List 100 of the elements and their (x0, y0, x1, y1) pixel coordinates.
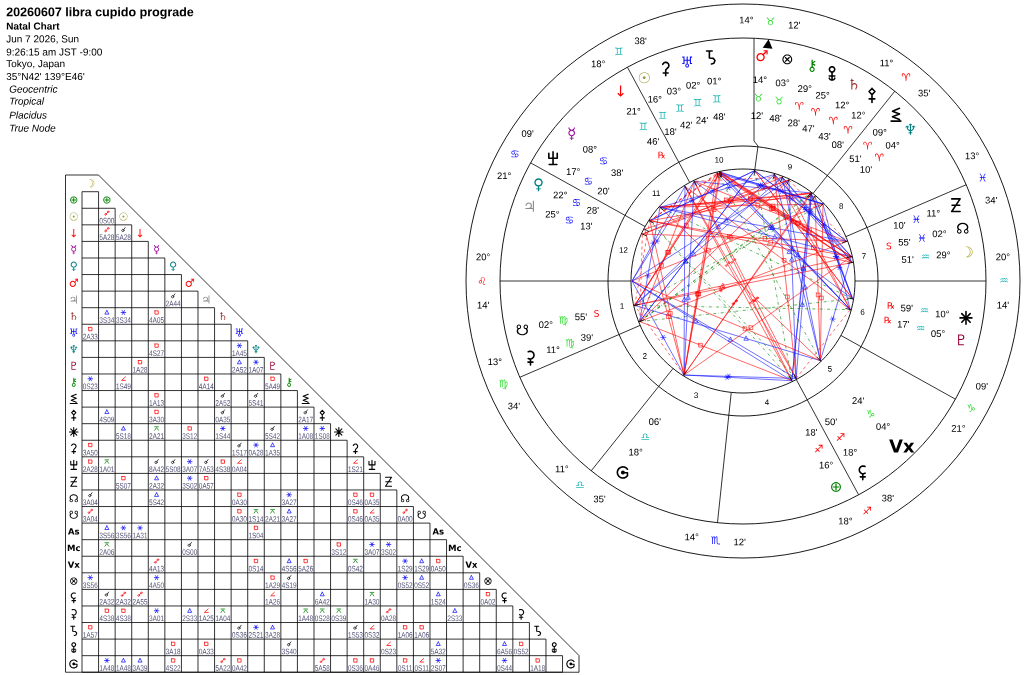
planet-symbol: ♀ (170, 261, 177, 271)
orb-label: 8A42 (149, 466, 164, 473)
planet-symbol: ⊗ (782, 54, 793, 65)
orb-label: 1A06 (398, 632, 413, 638)
sign-symbol: ♌ (478, 277, 486, 285)
orb-label: 0A00 (397, 516, 413, 522)
orb-label: 5S07 (116, 482, 131, 489)
orb-label: 0A30 (232, 516, 247, 522)
minute-label: 46' (647, 138, 659, 145)
point-symbol: Vx (67, 561, 80, 568)
house-number: 9 (788, 163, 792, 170)
orb-label: 1A07 (249, 367, 264, 373)
house-number: 10 (715, 157, 724, 163)
degree-label: 01° (707, 77, 721, 85)
orb-label: 0S46 (348, 499, 363, 506)
degree-label: 03° (775, 79, 790, 87)
orb-label: 3A27 (281, 516, 297, 522)
orb-label: 1A26 (265, 598, 280, 605)
info-text: Placidus (9, 111, 47, 119)
orb-label: 0A50 (431, 565, 446, 572)
orb-label: 1S14 (249, 516, 264, 522)
orb-label: 2A52 (215, 400, 230, 406)
degree-label: 03° (667, 87, 681, 95)
planet-symbol: ⊕ (70, 196, 78, 204)
sign-symbol: ♉ (754, 93, 763, 102)
degree-label: 18° (838, 517, 852, 525)
planet-symbol: ⊕ (103, 196, 111, 204)
orb-label: 2A32 (149, 482, 164, 489)
orb-label: 2A33 (83, 333, 98, 340)
degree-label: 13° (488, 358, 502, 366)
info-text: 9:26:15 am JST -9:00 (6, 48, 102, 56)
orb-label: 2A44 (166, 300, 181, 307)
orb-label: 0A02 (480, 598, 496, 605)
orb-label: 5A26 (298, 565, 313, 572)
planet-symbol: ☋ (69, 510, 78, 519)
orb-label: 5A22 (215, 665, 230, 671)
orb-label: 1A57 (83, 632, 98, 638)
point-symbol: Mc (448, 544, 461, 552)
orb-label: 2A55 (132, 598, 148, 605)
orb-label: 0A57 (199, 482, 214, 489)
house-number: 12 (619, 247, 628, 253)
orb-label: 1A30 (365, 598, 380, 605)
sign-symbol: ♎ (641, 433, 650, 440)
orb-label: 4A05 (149, 317, 164, 323)
orb-label: 3S34 (116, 317, 131, 323)
sign-symbol: ♍ (559, 316, 568, 326)
planet-symbol: ☉ (119, 212, 128, 221)
planet-symbol: ⊗ (70, 577, 78, 585)
info-text: True Node (10, 124, 56, 132)
motion-label: S (886, 242, 892, 250)
sign-symbol: ♊ (658, 111, 667, 120)
motion-label: ℞ (887, 302, 895, 309)
minute-label: 35' (593, 495, 606, 503)
orb-label: 3A01 (149, 615, 164, 622)
minute-label: 43' (818, 133, 831, 140)
orb-label: 1A29 (265, 582, 280, 589)
orb-label: 1S21 (348, 466, 363, 473)
sign-symbol: ♒ (1000, 278, 1008, 283)
sign-symbol: ♉ (766, 17, 775, 26)
sign-symbol: ♋ (584, 177, 592, 185)
degree-label: 13° (965, 152, 979, 160)
minute-label: 34' (508, 402, 520, 410)
orb-label: 3S02 (182, 482, 197, 489)
sign-symbol: ♋ (511, 150, 519, 158)
orb-label: 3A07 (182, 466, 197, 473)
degree-label: 08° (583, 145, 597, 153)
orb-label: 1A28 (133, 367, 148, 373)
degree-label: 14° (753, 76, 767, 84)
minute-label: 08' (831, 141, 844, 149)
orb-label: 5A32 (431, 648, 446, 655)
planet-symbol: ⚷ (287, 377, 292, 387)
planet-symbol: ♆ (905, 123, 916, 135)
orb-label: 2S33 (182, 615, 197, 622)
orb-label: 0S11 (398, 665, 413, 671)
minute-label: 51' (901, 256, 914, 263)
orb-label: 5A28 (116, 234, 131, 241)
planet-symbol: ☊ (400, 494, 410, 503)
minute-label: 09' (976, 382, 988, 390)
minute-label: 14' (477, 301, 489, 309)
sign-symbol: ♊ (693, 98, 702, 107)
sign-symbol: ♈ (843, 126, 853, 134)
orb-label: 1S29 (414, 565, 429, 572)
motion-label: S (594, 310, 599, 317)
motion-label: ℞ (884, 316, 892, 324)
minute-label: 06' (649, 418, 661, 425)
planet-symbol: ♃ (203, 295, 210, 304)
sign-symbol: ♐ (814, 444, 823, 453)
orb-label: 1A48 (298, 615, 313, 622)
sign-symbol: ♊ (676, 104, 684, 112)
orb-label: 5S08 (165, 466, 181, 473)
orb-label: 3A27 (281, 499, 297, 506)
planet-symbol: ☊ (957, 222, 969, 234)
orb-label: 1S08 (315, 433, 330, 439)
degree-label: 20° (996, 253, 1010, 261)
point-symbol: Vx (465, 561, 478, 568)
orb-label: 1A04 (215, 615, 231, 622)
degree-label: 04° (885, 141, 900, 149)
planet-symbol: ☽ (89, 179, 95, 188)
planet-symbol: ♇ (71, 361, 77, 370)
orb-label: 2A21 (149, 433, 164, 439)
